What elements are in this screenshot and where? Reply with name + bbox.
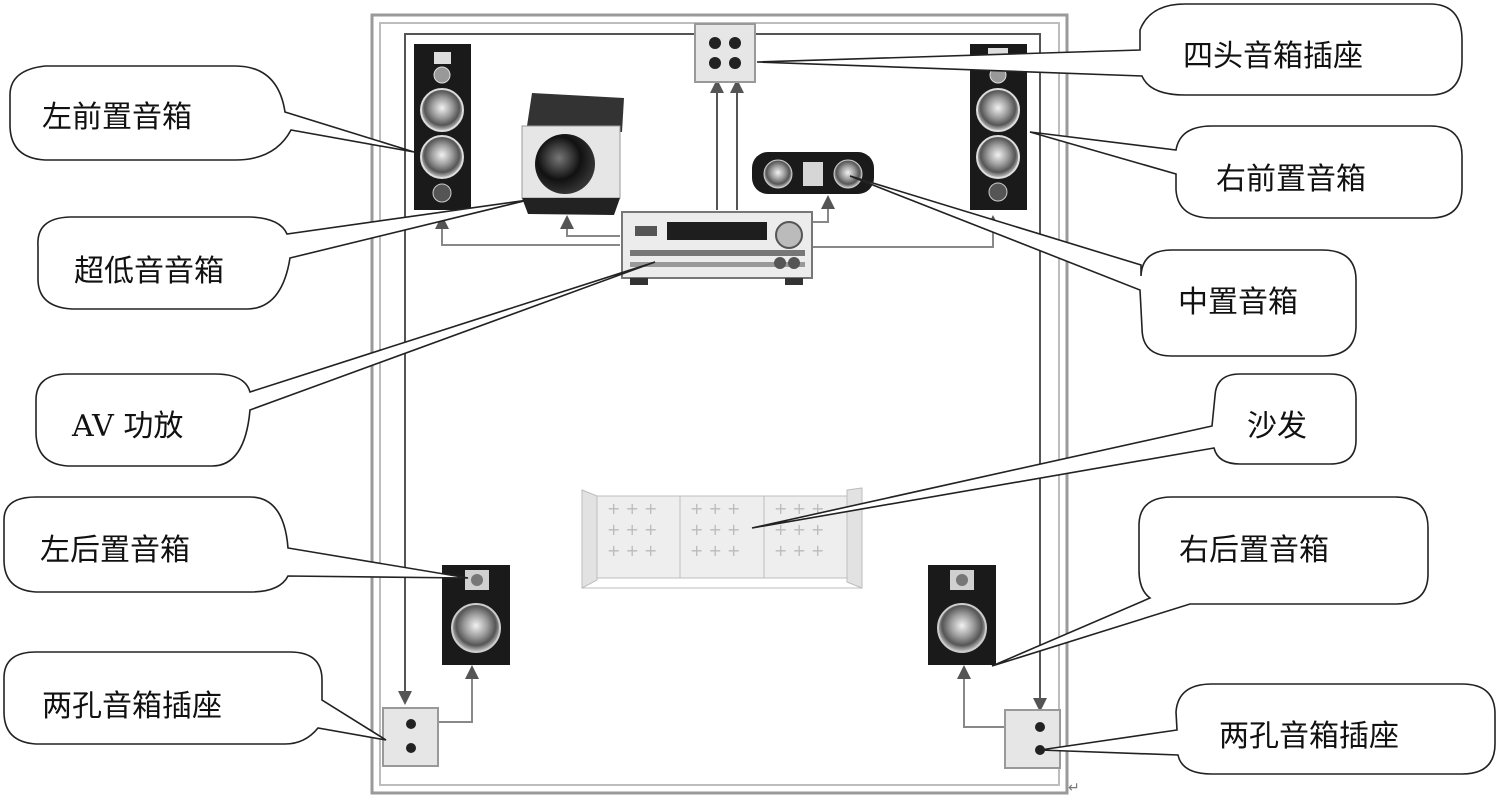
- callout-center: 中置音箱: [849, 175, 1357, 357]
- svg-text:+ + +: + + +: [607, 520, 657, 539]
- label-sofa: 沙发: [1247, 409, 1307, 444]
- callout-subwoofer: 超低音音箱: [37, 199, 529, 310]
- svg-text:+ + +: + + +: [607, 499, 657, 518]
- sofa-cushion-pattern: + + + + + + + + + + + + + + + + + + + + …: [607, 499, 824, 560]
- label-av-amp: AV 功放: [71, 409, 183, 444]
- svg-text:+ + +: + + +: [690, 520, 740, 539]
- svg-text:+ + +: + + +: [690, 499, 740, 518]
- label-left-front: 左前置音箱: [42, 100, 192, 135]
- left-rear-speaker-icon: [442, 565, 510, 665]
- four-head-socket-icon: [694, 23, 756, 83]
- av-amplifier-icon: [621, 211, 813, 285]
- svg-text:+ + +: + + +: [774, 541, 824, 560]
- svg-text:+ + +: + + +: [774, 520, 824, 539]
- label-two-hole-left: 两孔音箱插座: [42, 689, 222, 724]
- callout-left-front: 左前置音箱: [9, 65, 415, 161]
- label-four-head: 四头音箱插座: [1183, 39, 1363, 74]
- label-subwoofer: 超低音音箱: [74, 254, 224, 289]
- callout-two-hole-left: 两孔音箱插座: [3, 651, 387, 745]
- label-right-rear: 右后置音箱: [1179, 533, 1329, 568]
- label-left-rear: 左后置音箱: [40, 533, 190, 568]
- callout-two-hole-right: 两孔音箱插座: [1039, 683, 1496, 775]
- callout-left-rear: 左后置音箱: [3, 496, 469, 593]
- label-right-front: 右前置音箱: [1216, 162, 1366, 197]
- callout-av-amp: AV 功放: [35, 261, 656, 467]
- callout-right-front: 右前置音箱: [1029, 125, 1463, 219]
- two-hole-socket-left-icon: [382, 707, 439, 767]
- svg-text:+ + +: + + +: [607, 541, 657, 560]
- paragraph-mark-icon: ↵: [1068, 780, 1080, 796]
- room-frame: [370, 13, 1069, 795]
- right-rear-speaker-icon: [928, 565, 996, 665]
- sofa-icon: + + + + + + + + + + + + + + + + + + + + …: [581, 487, 863, 589]
- svg-text:+ + +: + + +: [690, 541, 740, 560]
- label-center: 中置音箱: [1178, 285, 1298, 320]
- subwoofer-icon: [521, 93, 624, 215]
- center-speaker-icon: [752, 152, 874, 194]
- callout-sofa: 沙发: [751, 373, 1357, 529]
- label-two-hole-right: 两孔音箱插座: [1219, 719, 1399, 754]
- svg-text:+ + +: + + +: [774, 499, 824, 518]
- callout-four-head: 四头音箱插座: [756, 3, 1463, 96]
- left-front-speaker-icon: [414, 44, 471, 210]
- callout-right-rear: 右后置音箱: [991, 496, 1429, 667]
- two-hole-socket-right-icon: [1004, 709, 1061, 769]
